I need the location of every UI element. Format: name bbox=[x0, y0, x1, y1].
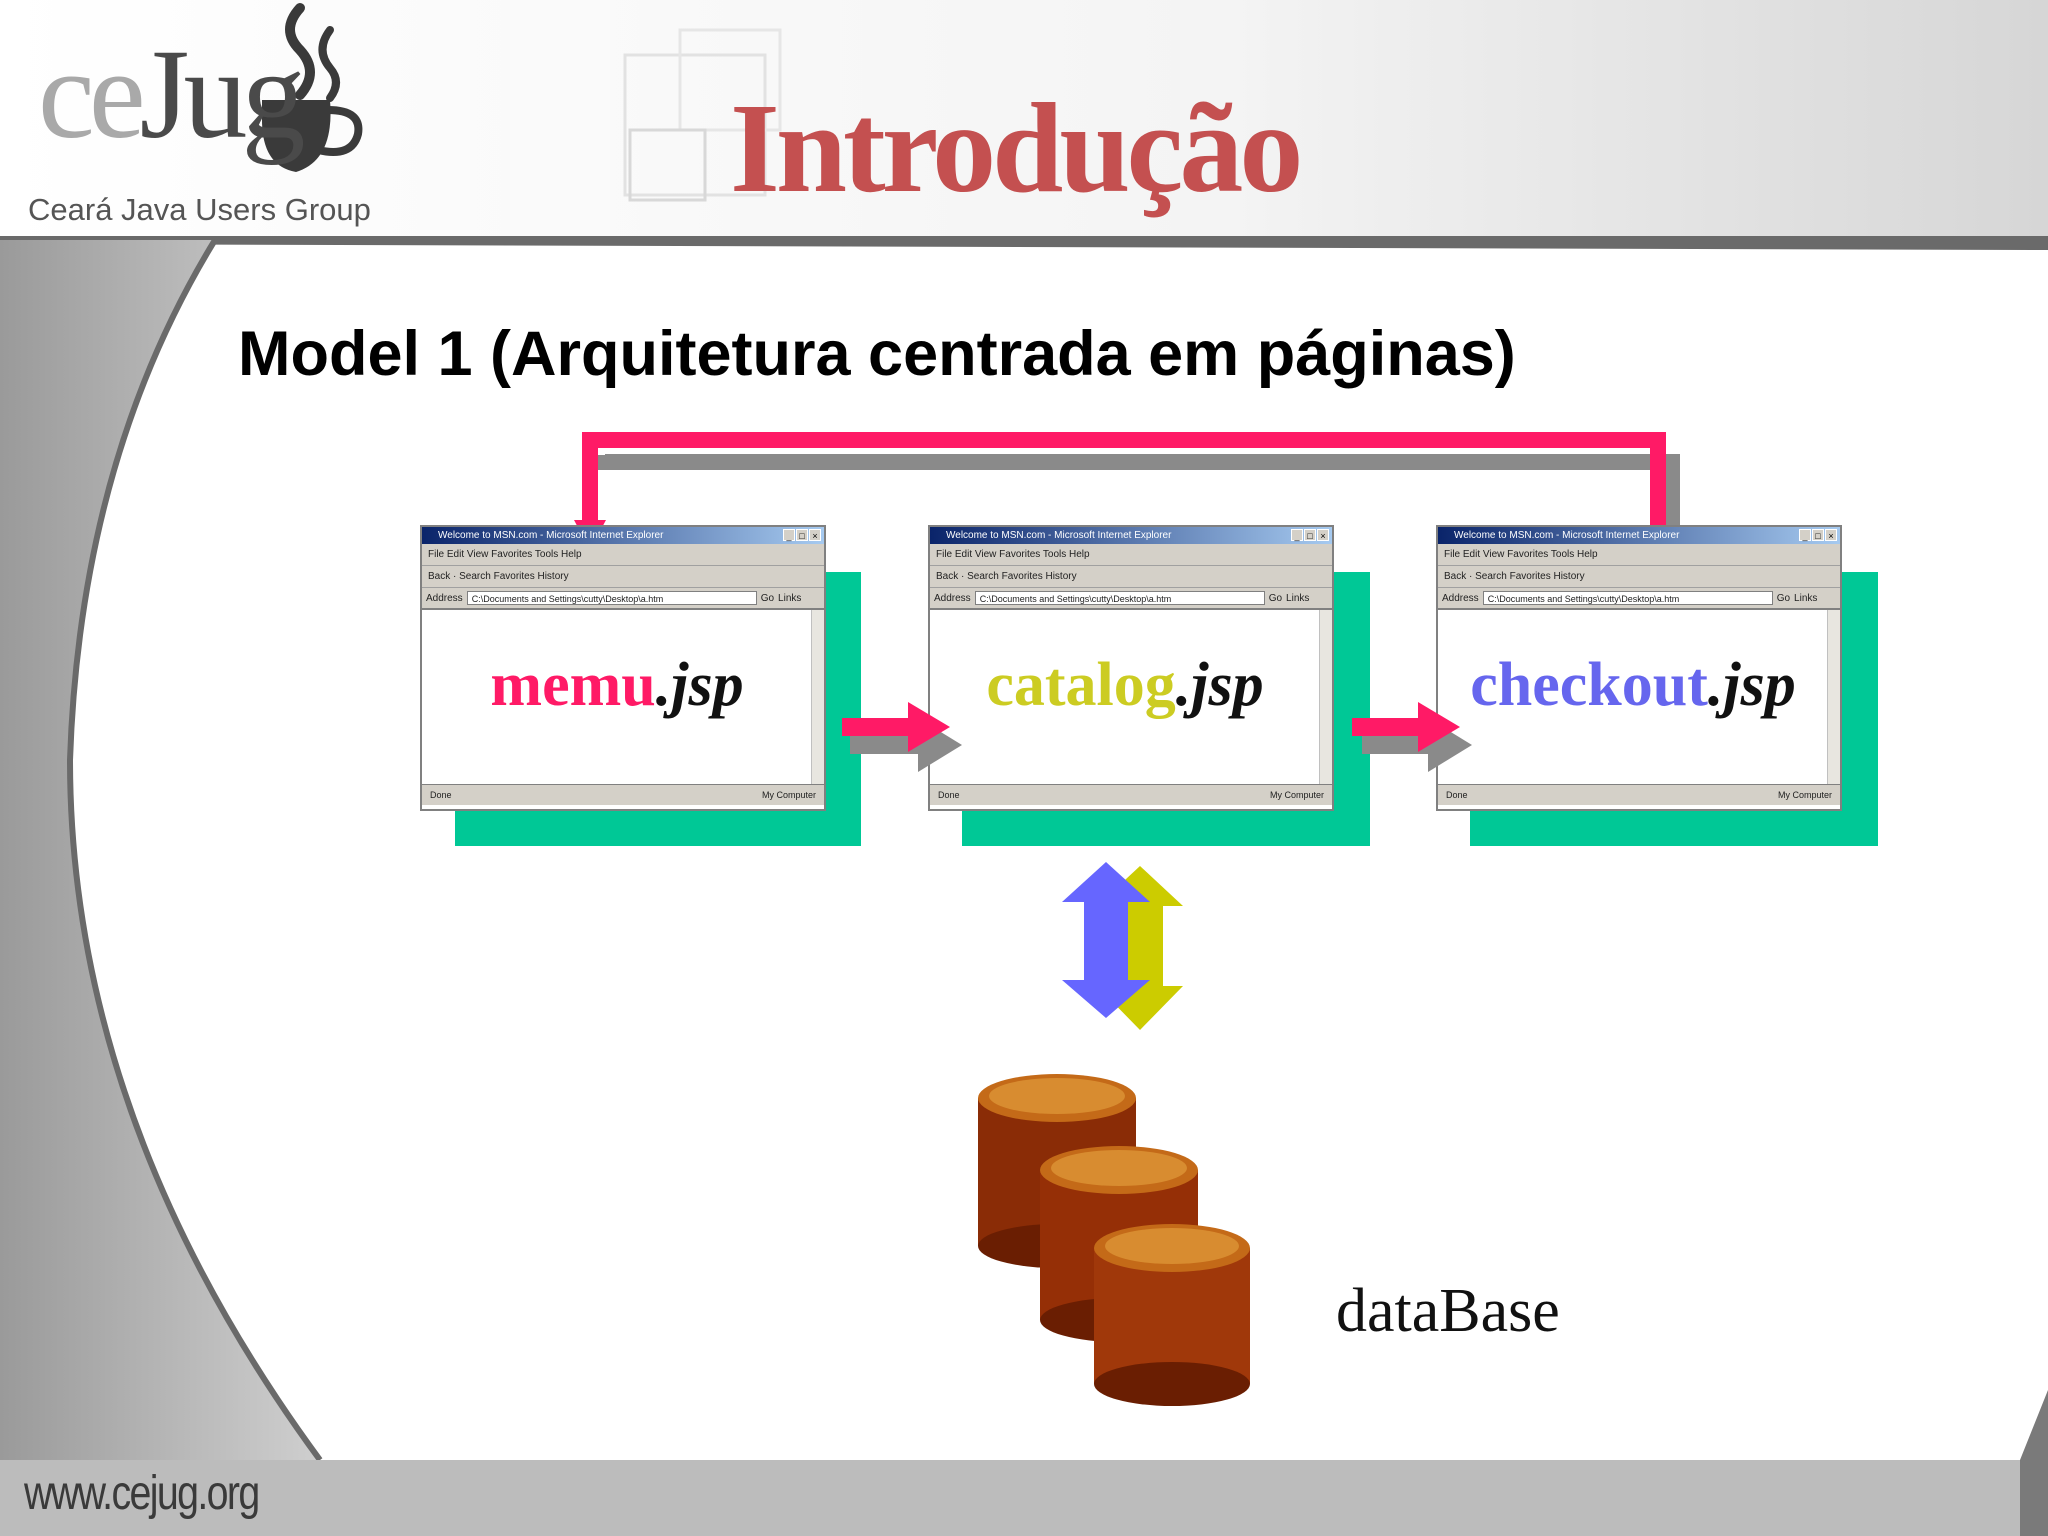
window-titlebar: Welcome to MSN.com - Microsoft Internet … bbox=[1438, 527, 1840, 544]
address-bar: Address C:\Documents and Settings\cutty\… bbox=[422, 588, 824, 608]
slide-title: Introdução bbox=[730, 77, 1303, 219]
minimize-icon[interactable]: _ bbox=[783, 529, 795, 541]
maximize-icon[interactable]: □ bbox=[1812, 529, 1824, 541]
window-titlebar: Welcome to MSN.com - Microsoft Internet … bbox=[930, 527, 1332, 544]
scrollbar[interactable] bbox=[1827, 610, 1840, 784]
page-content: checkout.jsp bbox=[1438, 608, 1840, 784]
footer-url[interactable]: www.cejug.org bbox=[24, 1467, 260, 1520]
go-button[interactable]: Go bbox=[1776, 592, 1791, 604]
logo-wordmark: ceJug bbox=[38, 23, 305, 165]
links-button[interactable]: Links bbox=[778, 592, 802, 604]
browser-window-catalog: Welcome to MSN.com - Microsoft Internet … bbox=[928, 525, 1334, 811]
address-bar: Address C:\Documents and Settings\cutty\… bbox=[930, 588, 1332, 608]
close-icon[interactable]: × bbox=[1317, 529, 1329, 541]
page-label: catalog.jsp bbox=[986, 651, 1264, 719]
close-icon[interactable]: × bbox=[809, 529, 821, 541]
scrollbar[interactable] bbox=[1319, 610, 1332, 784]
logo-subtitle: Ceará Java Users Group bbox=[28, 192, 371, 227]
page-label: memu.jsp bbox=[490, 651, 744, 719]
go-button[interactable]: Go bbox=[1268, 592, 1283, 604]
arrow-right-icon bbox=[1352, 702, 1472, 772]
address-input[interactable]: C:\Documents and Settings\cutty\Desktop\… bbox=[1482, 591, 1773, 605]
arrow-right-icon bbox=[842, 702, 962, 772]
page-label: checkout.jsp bbox=[1470, 651, 1796, 719]
window-titlebar: Welcome to MSN.com - Microsoft Internet … bbox=[422, 527, 824, 544]
links-button[interactable]: Links bbox=[1794, 592, 1818, 604]
browser-window-menu: Welcome to MSN.com - Microsoft Internet … bbox=[420, 525, 826, 811]
minimize-icon[interactable]: _ bbox=[1291, 529, 1303, 541]
scrollbar[interactable] bbox=[811, 610, 824, 784]
maximize-icon[interactable]: □ bbox=[1304, 529, 1316, 541]
database-icon bbox=[978, 1074, 1250, 1406]
toolbar[interactable]: Back · Search Favorites History bbox=[422, 566, 824, 588]
coffee-cup-icon bbox=[262, 3, 363, 172]
menu-bar[interactable]: File Edit View Favorites Tools Help bbox=[422, 544, 824, 566]
slide-subtitle: Model 1 (Arquitetura centrada em páginas… bbox=[238, 319, 1516, 389]
page-content: catalog.jsp bbox=[930, 608, 1332, 784]
database-label: dataBase bbox=[1336, 1277, 1560, 1345]
menu-bar[interactable]: File Edit View Favorites Tools Help bbox=[930, 544, 1332, 566]
minimize-icon[interactable]: _ bbox=[1799, 529, 1811, 541]
address-input[interactable]: C:\Documents and Settings\cutty\Desktop\… bbox=[974, 591, 1265, 605]
menu-bar[interactable]: File Edit View Favorites Tools Help bbox=[1438, 544, 1840, 566]
toolbar[interactable]: Back · Search Favorites History bbox=[1438, 566, 1840, 588]
links-button[interactable]: Links bbox=[1286, 592, 1310, 604]
toolbar[interactable]: Back · Search Favorites History bbox=[930, 566, 1332, 588]
browser-window-checkout: Welcome to MSN.com - Microsoft Internet … bbox=[1436, 525, 1842, 811]
page-content: memu.jsp bbox=[422, 608, 824, 784]
address-bar: Address C:\Documents and Settings\cutty\… bbox=[1438, 588, 1840, 608]
address-input[interactable]: C:\Documents and Settings\cutty\Desktop\… bbox=[466, 591, 757, 605]
go-button[interactable]: Go bbox=[760, 592, 775, 604]
double-arrow-icon bbox=[1062, 862, 1183, 1030]
close-icon[interactable]: × bbox=[1825, 529, 1837, 541]
maximize-icon[interactable]: □ bbox=[796, 529, 808, 541]
